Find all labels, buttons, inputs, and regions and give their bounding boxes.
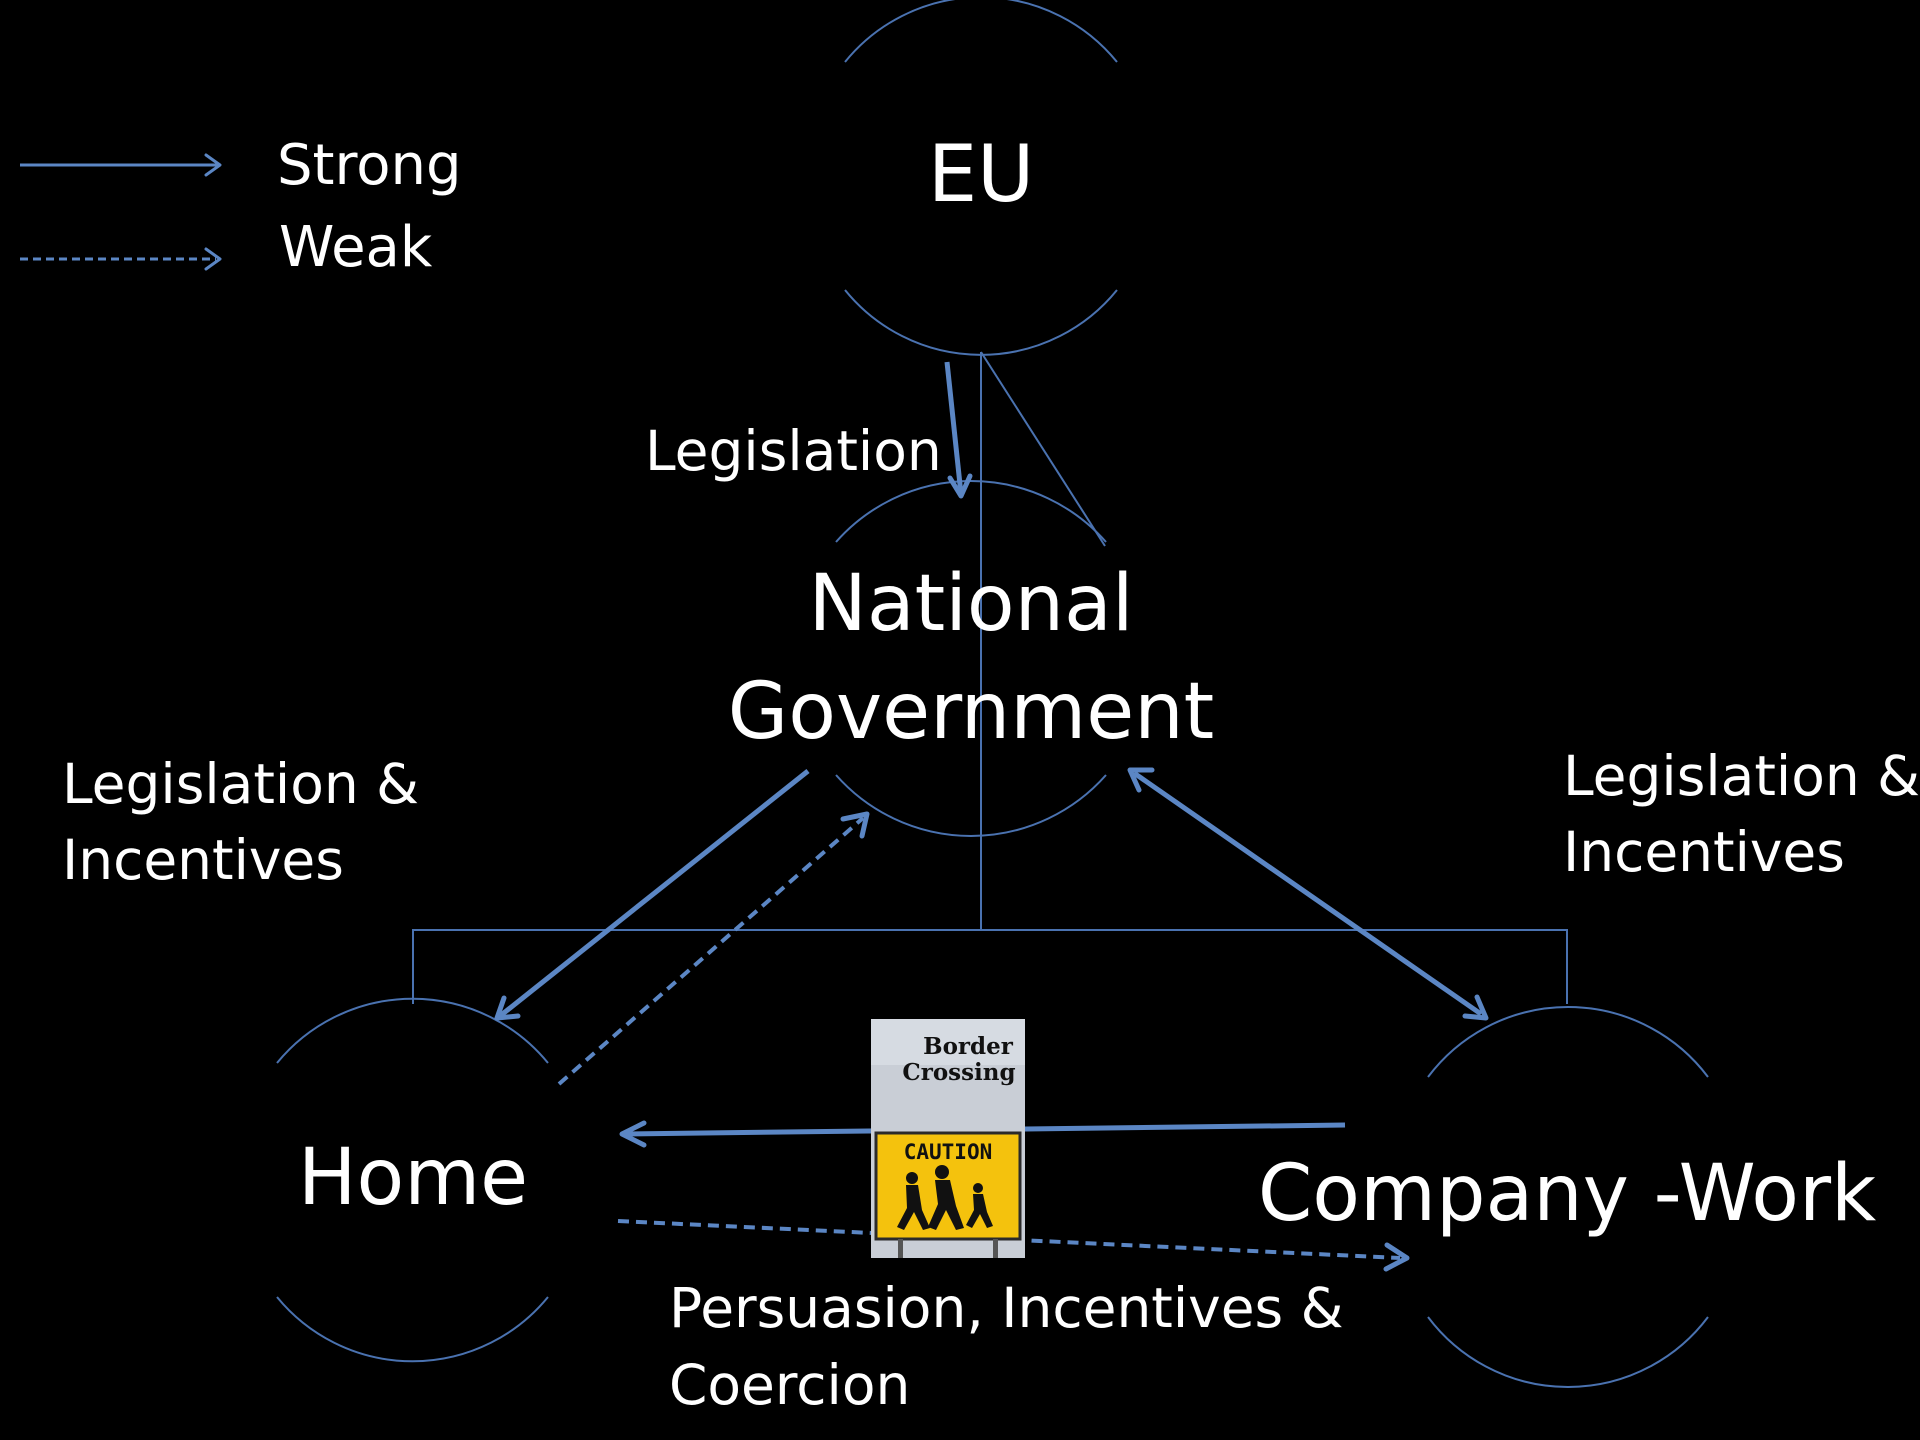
legend-strong-arrowhead (204, 153, 222, 177)
home-to-company-arrow (617, 1219, 1401, 1260)
sign-post-right (993, 1239, 998, 1258)
sign-title-line1: Border (923, 1033, 1014, 1060)
legend: Strong Weak (20, 133, 462, 280)
eu-diagonal-connector (980, 351, 1106, 547)
national-company-label-line1: Legislation & (1563, 744, 1920, 808)
hierarchy-connectors (412, 351, 1568, 1004)
eu-to-national-label: Legislation (645, 419, 942, 483)
company-to-home-arrowhead (619, 1120, 647, 1148)
sign-top-band (871, 1019, 1025, 1065)
company-to-national-arrowhead (1127, 767, 1155, 793)
national-to-company-arrowhead (1462, 994, 1489, 1021)
national-to-home-arrowhead (494, 995, 521, 1021)
national-to-home-arrow (498, 769, 810, 1018)
national-company-arrow (1132, 770, 1483, 1017)
national-node-label-line2: Government (728, 667, 1214, 757)
company-node-top-arc (1427, 1006, 1709, 1078)
edge-labels: Legislation Legislation & Incentives Leg… (62, 419, 1920, 1417)
national-node-label-line1: National (808, 559, 1133, 649)
national-home-label-line1: Legislation & (62, 752, 419, 816)
sign-post-left (898, 1239, 903, 1258)
border-crossing-sign-image: Border Crossing CAUTION (871, 1019, 1025, 1258)
eu-to-national-arrow (944, 361, 964, 495)
node-labels: EU National Government Home Company -Wor… (298, 130, 1876, 1239)
national-node-top-arc (835, 480, 1107, 543)
company-node-label: Company -Work (1258, 1149, 1876, 1239)
national-node-bottom-arc (835, 774, 1107, 837)
legend-weak-arrowhead (204, 247, 222, 271)
caution-label: CAUTION (904, 1140, 993, 1164)
home-node-bottom-arc (276, 1296, 549, 1363)
legend-strong-label: Strong (277, 133, 462, 198)
legend-weak-label: Weak (279, 215, 433, 280)
national-company-label-line2: Incentives (1563, 820, 1845, 884)
eu-to-national-arrowhead (947, 473, 973, 499)
home-to-national-arrowhead (840, 811, 870, 839)
sign-title-line2: Crossing (902, 1059, 1015, 1086)
home-to-national-arrow (557, 816, 865, 1086)
national-home-label-line2: Incentives (62, 828, 344, 892)
eu-node-bottom-arc (844, 289, 1118, 356)
company-node-bottom-arc (1427, 1316, 1709, 1388)
home-to-company-arrowhead (1383, 1242, 1410, 1272)
eu-node-top-arc (844, 0, 1118, 63)
branch-connector (412, 929, 1568, 1004)
home-node-label: Home (298, 1133, 528, 1223)
eu-node-label: EU (928, 130, 1034, 220)
company-home-label-line2: Coercion (669, 1353, 910, 1417)
company-home-label-line1: Persuasion, Incentives & (669, 1276, 1344, 1340)
family-silhouette-icon (897, 1165, 993, 1230)
